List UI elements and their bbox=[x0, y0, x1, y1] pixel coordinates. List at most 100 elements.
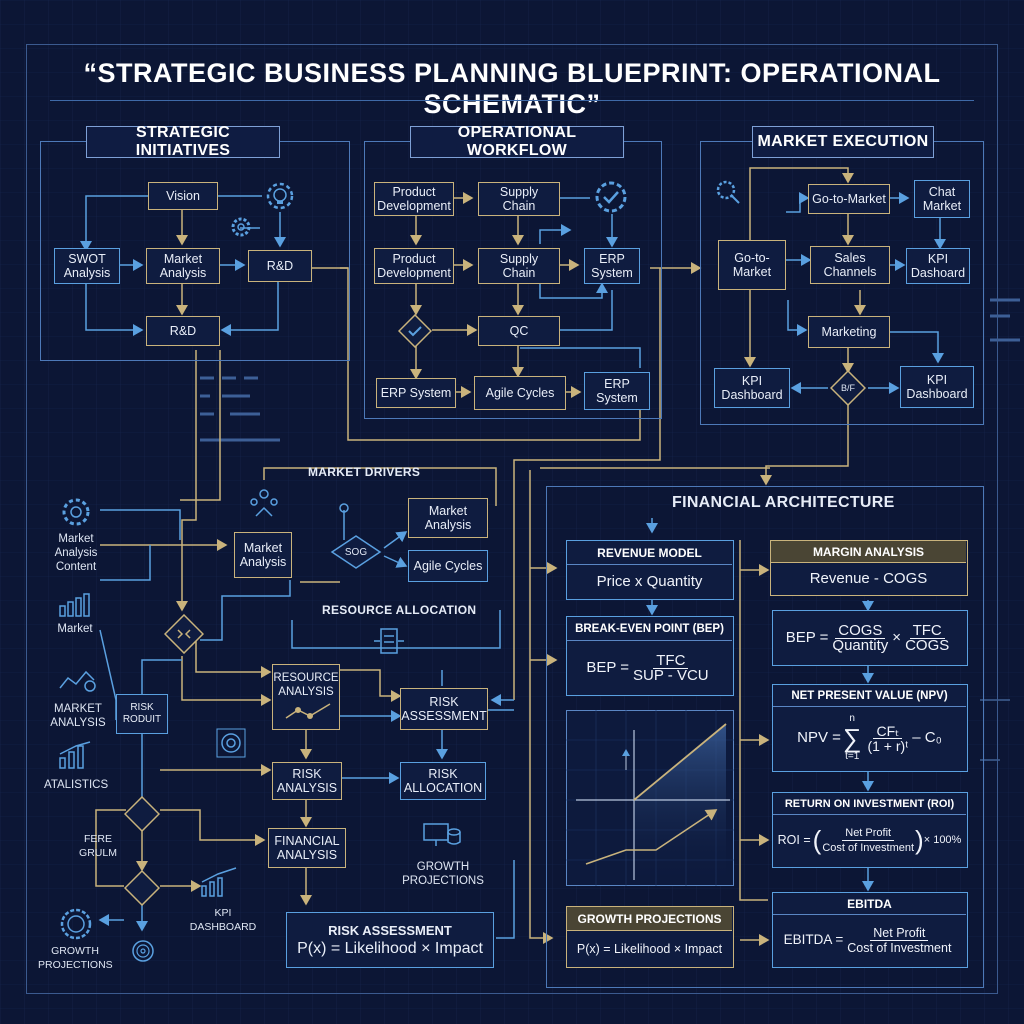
product-development-box-1[interactable]: Product Development bbox=[374, 182, 454, 216]
marketing-box[interactable]: Marketing bbox=[808, 316, 890, 348]
revenue-model-body: Price x Quantity bbox=[596, 573, 703, 590]
risk-allocation-box[interactable]: RISK ALLOCATION bbox=[400, 762, 486, 800]
erp-system-box-2[interactable]: ERP System bbox=[584, 372, 650, 410]
risk-assessment-box[interactable]: RISK ASSESSMENT bbox=[400, 688, 488, 730]
npv-lhs: NPV = bbox=[797, 729, 841, 746]
line-chart-icon bbox=[59, 670, 96, 692]
decision-diamond bbox=[830, 370, 866, 406]
npv-denominator: (1 + r)ᵗ bbox=[867, 737, 909, 754]
decision-diamond-risk bbox=[124, 796, 160, 832]
decision-diamond-label: B/F bbox=[840, 383, 855, 393]
kpi-dashboard-box-bottom-left[interactable]: KPI Dashboard bbox=[714, 368, 790, 408]
npv-box: NET PRESENT VALUE (NPV) NPV = n ∑ t=1 CF… bbox=[772, 684, 968, 772]
ebitda-numerator: Net Profit bbox=[870, 926, 929, 941]
growth-bars-icon bbox=[59, 741, 91, 769]
npv-numerator: CFₜ bbox=[873, 724, 903, 739]
bep2-lhs: BEP = bbox=[785, 629, 829, 646]
gear-bulb-icon bbox=[266, 182, 294, 210]
rd-box-bottom[interactable]: R&D bbox=[146, 316, 220, 346]
resource-allocation-label: RESOURCE ALLOCATION bbox=[322, 603, 477, 617]
kpi-dashboard-box-bottom-right[interactable]: KPI Dashboard bbox=[900, 366, 974, 408]
fere-grulm-label: FERE GRULM bbox=[79, 833, 117, 859]
sales-channels-box[interactable]: Sales Channels bbox=[810, 246, 890, 284]
market-analysis-side-label: MARKET ANALYSIS bbox=[50, 703, 106, 729]
strategic-initiatives-header: STRATEGIC INITIATIVES bbox=[86, 124, 280, 159]
bep2-times: × bbox=[892, 629, 902, 646]
ebitda-header: EBITDA bbox=[773, 893, 966, 915]
rd-box-right[interactable]: R&D bbox=[248, 250, 312, 282]
gear-check-icon bbox=[595, 181, 627, 213]
supply-chain-box-1[interactable]: Supply Chain bbox=[478, 182, 560, 216]
spacer bbox=[290, 460, 512, 461]
bep-lhs: BEP = bbox=[586, 659, 630, 676]
chat-market-box[interactable]: Chat Market bbox=[914, 180, 970, 218]
product-development-box-2[interactable]: Product Development bbox=[374, 248, 454, 284]
atalistics-label: ATALISTICS bbox=[44, 779, 109, 791]
gear-icon-left bbox=[62, 498, 90, 526]
ebitda-lhs: EBITDA = bbox=[783, 932, 844, 947]
agile-cycles-left-box[interactable]: Agile Cycles bbox=[408, 550, 488, 582]
roi-tail: × 100% bbox=[923, 834, 962, 846]
margin-analysis-box: MARGIN ANALYSIS Revenue - COGS bbox=[770, 540, 968, 596]
market-analysis-box[interactable]: Market Analysis bbox=[146, 248, 220, 284]
npv-sum-bottom: t=1 bbox=[845, 751, 860, 762]
risk-assessment-formula-header: RISK ASSESSMENT bbox=[328, 923, 452, 938]
growth-chart bbox=[566, 710, 734, 886]
market-analysis-content-label: Market Analysis Content bbox=[54, 533, 98, 573]
bep-header: BREAK-EVEN POINT (BEP) bbox=[567, 617, 732, 641]
growth-projections-left-label: GROWTH PROJECTIONS bbox=[38, 945, 113, 971]
risk-roduit-box[interactable]: RISK RODUIT bbox=[116, 694, 168, 734]
server-icon bbox=[374, 628, 404, 654]
market-analysis-right-box[interactable]: Market Analysis bbox=[408, 498, 488, 538]
roi-numerator: Net Profit bbox=[842, 826, 895, 841]
kpi-dashboard-box-right[interactable]: KPI Dashoard bbox=[906, 248, 970, 284]
monitor-database-icon bbox=[423, 823, 461, 846]
decision-diamond-left bbox=[164, 614, 204, 654]
qc-box[interactable]: QC bbox=[478, 316, 560, 346]
kpi-dashboard-label: KPI DASHBOARD bbox=[189, 907, 257, 933]
outer-frame bbox=[26, 44, 998, 994]
financial-architecture-header: FINANCIAL ARCHITECTURE bbox=[672, 494, 895, 511]
bep-denominator: SUP - VCU bbox=[633, 666, 709, 684]
growth-projections-box: GROWTH PROJECTIONS P(x) = Likelihood × I… bbox=[566, 906, 734, 968]
npv-header: NET PRESENT VALUE (NPV) bbox=[773, 685, 966, 707]
ebitda-denominator: Cost of Investment bbox=[847, 940, 952, 955]
go-to-market-box-left[interactable]: Go-to- Market bbox=[718, 240, 786, 290]
market-execution-header: MARKET EXECUTION bbox=[752, 126, 934, 158]
risk-assessment-formula-box: RISK ASSESSMENT P(x) = Likelihood × Impa… bbox=[286, 912, 494, 968]
revenue-model-header: REVENUE MODEL bbox=[567, 541, 732, 565]
erp-system-box-1[interactable]: ERP System bbox=[584, 248, 640, 284]
globe-gear-icon bbox=[60, 908, 92, 940]
sog-diamond bbox=[330, 535, 382, 569]
supply-chain-box-2[interactable]: Supply Chain bbox=[478, 248, 560, 284]
market-analysis-driver-box[interactable]: Market Analysis bbox=[234, 532, 292, 578]
go-to-market-box-top[interactable]: Go-to-Market bbox=[808, 184, 890, 214]
vision-box[interactable]: Vision bbox=[148, 182, 218, 210]
margin-analysis-body: Revenue - COGS bbox=[809, 570, 928, 587]
erp-system-box-bottom[interactable]: ERP System bbox=[376, 378, 456, 408]
kpi-chart-icon bbox=[201, 867, 237, 897]
gear-search-icon bbox=[716, 180, 740, 204]
margin-analysis-header: MARGIN ANALYSIS bbox=[771, 541, 966, 563]
node-dot bbox=[339, 503, 349, 513]
resource-analysis-box[interactable]: RESOURCE ANALYSIS bbox=[272, 664, 340, 730]
risk-analysis-box[interactable]: RISK ANALYSIS bbox=[272, 762, 342, 800]
financial-analysis-box[interactable]: FINANCIAL ANALYSIS bbox=[268, 828, 346, 868]
bep2-num2: TFC bbox=[909, 623, 945, 639]
trend-line-icon bbox=[285, 703, 331, 719]
npv-sum-top: n bbox=[849, 713, 855, 724]
market-label: Market bbox=[57, 623, 93, 635]
financial-architecture-panel bbox=[546, 486, 984, 988]
network-hand-icon bbox=[250, 489, 278, 517]
page-title: “STRATEGIC BUSINESS PLANNING BLUEPRINT: … bbox=[83, 58, 941, 119]
npv-sum-symbol: ∑ bbox=[842, 723, 862, 753]
bep2-num1: COGS bbox=[835, 623, 886, 639]
swot-analysis-box[interactable]: SWOT Analysis bbox=[54, 248, 120, 284]
agile-cycles-box[interactable]: Agile Cycles bbox=[474, 376, 566, 410]
market-drivers-label: MARKET DRIVERS bbox=[308, 465, 421, 479]
growth-projections-body: P(x) = Likelihood × Impact bbox=[576, 942, 723, 956]
sog-label: SOG bbox=[344, 547, 368, 558]
